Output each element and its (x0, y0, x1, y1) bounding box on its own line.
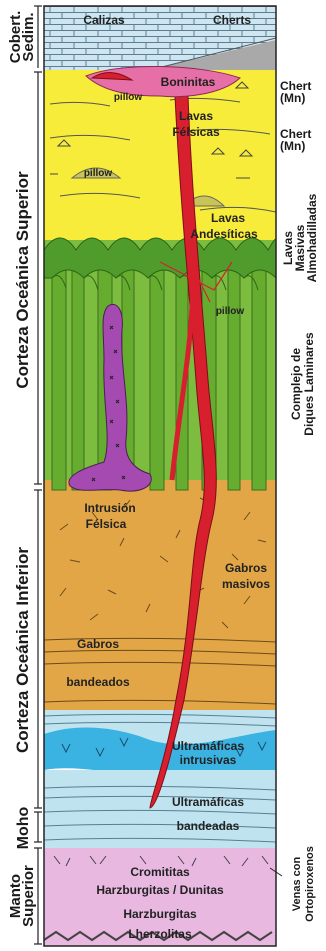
label-lavas-felsicas-2: Félsicas (172, 125, 220, 139)
label-intrusion-1: Intrusión (84, 501, 135, 515)
left-unit-brackets (34, 6, 42, 944)
label-pillow-dikes: pillow (216, 306, 245, 317)
label-ultramaficas-intrusivas-2: intrusivas (180, 753, 237, 767)
right-label-chert-2b: (Mn) (280, 139, 305, 153)
right-label-chert-1b: (Mn) (280, 91, 305, 105)
label-pillow-left: pillow (84, 168, 113, 179)
label-gabros-masivos-2: masivos (222, 577, 270, 591)
label-boninitas: Boninitas (161, 75, 216, 89)
label-ultramaficas-intrusivas-1: Ultramáficas (172, 739, 244, 753)
label-lherzolitas: Lherzolitas (128, 927, 192, 941)
unit-label-moho: Moho (15, 806, 32, 849)
label-lavas-andesiticas-1: Lavas (211, 211, 245, 225)
label-calizas: Calizas (83, 13, 125, 27)
label-gabros-bandeados-1: Gabros (77, 637, 119, 651)
label-intrusion-2: Félsica (86, 517, 127, 531)
label-lavas-andesiticas-2: Andesíticas (190, 227, 258, 241)
unit-label-corteza-inferior: Corteza Oceánica Inferior (13, 547, 32, 753)
right-label-diques-2: Diques Laminares (302, 332, 316, 436)
label-gabros-masivos-1: Gabros (225, 561, 267, 575)
right-label-venas-2: Ortopiroxenos (304, 846, 316, 922)
unit-label-sedim: Sedim. (20, 12, 37, 61)
unit-label-superior: Superior (20, 865, 37, 927)
right-label-lavas-3: Almohadilladas (305, 193, 319, 282)
label-harzburgitas-dunitas: Harzburgitas / Dunitas (96, 883, 224, 897)
label-gabros-bandeados-2: bandeados (66, 675, 130, 689)
dike-columns (52, 262, 266, 490)
label-harzburgitas: Harzburgitas (123, 907, 197, 921)
label-ultramaficas-bandeadas-1: Ultramáficas (172, 795, 244, 809)
right-label-venas-1: Venas con (291, 857, 303, 912)
right-label-diques-1: Complejo de (289, 348, 303, 420)
label-cromititas: Cromititas (130, 865, 190, 879)
label-ultramaficas-bandeadas-2: bandeadas (177, 819, 240, 833)
label-pillow-top: pillow (114, 92, 143, 103)
label-cherts: Cherts (213, 13, 251, 27)
unit-label-corteza-superior: Corteza Oceánica Superior (13, 171, 32, 389)
label-lavas-felsicas-1: Lavas (179, 109, 213, 123)
